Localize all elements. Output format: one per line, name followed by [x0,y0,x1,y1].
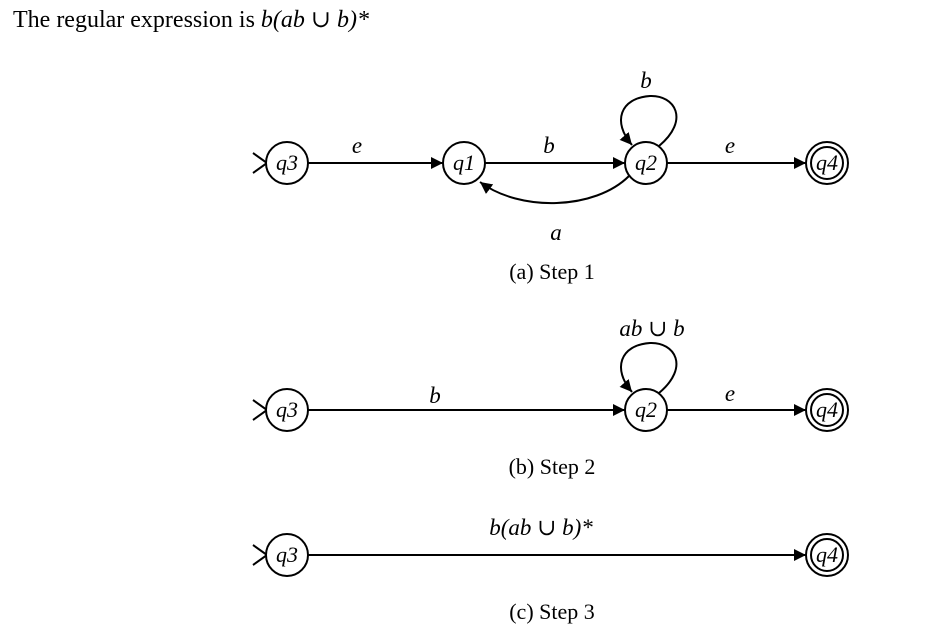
edge-q2-q4-label: e [725,381,735,406]
caption-step1: (a) Step 1 [509,259,595,284]
start-arrow-step2 [252,399,269,421]
state-q1-step1[interactable]: q1 [442,141,486,185]
step-3: q3 q4 b(ab ∪ b)* (c) Step 3 [252,515,849,624]
start-arrow-step1 [252,152,269,174]
loop-q2-step2-label: ab ∪ b [619,316,684,341]
edge-q3-q4-label: b(ab ∪ b)* [489,515,593,540]
state-q3-step1[interactable]: q3 [265,141,309,185]
edge-q2-q1 [479,175,630,204]
edge-q2-q4-label: e [725,133,735,158]
state-q3-label: q3 [276,542,298,567]
edge-q2-q1-label: a [550,220,562,245]
edge-q3-q1-label: e [352,133,362,158]
edge-q1-q2-label: b [543,133,555,158]
edge-q3-q2-label: b [429,383,441,408]
intro-text: The regular expression is [13,7,261,33]
state-q3-step2[interactable]: q3 [265,388,309,432]
state-q4-label: q4 [816,397,838,422]
state-q4-step2[interactable]: q4 [805,388,849,432]
state-q3-step3[interactable]: q3 [265,533,309,577]
step-1: q3 q1 q2 q4 e b e a b (a) Step 1 [252,68,849,284]
loop-q2-step1-label: b [640,68,652,93]
caption-step2: (b) Step 2 [509,454,596,479]
state-q4-step3[interactable]: q4 [805,533,849,577]
loop-q2-step2 [619,341,678,394]
state-q2-label: q2 [635,397,657,422]
state-q4-step1[interactable]: q4 [805,141,849,185]
step-2: q3 q2 q4 b e ab ∪ b (b) Step 2 [252,316,849,479]
state-q3-label: q3 [276,150,298,175]
state-q4-label: q4 [816,542,838,567]
start-arrow-step3 [252,544,269,566]
regex-expression: b(ab ∪ b)* [260,7,370,33]
state-q1-label: q1 [453,150,475,175]
state-q2-step2[interactable]: q2 [624,388,668,432]
state-q2-label: q2 [635,150,657,175]
loop-q2-step1 [619,94,678,147]
state-q4-label: q4 [816,150,838,175]
state-q3-label: q3 [276,397,298,422]
caption-step3: (c) Step 3 [509,599,595,624]
intro-sentence: The regular expression is b(ab ∪ b)* [13,5,369,34]
state-q2-step1[interactable]: q2 [624,141,668,185]
